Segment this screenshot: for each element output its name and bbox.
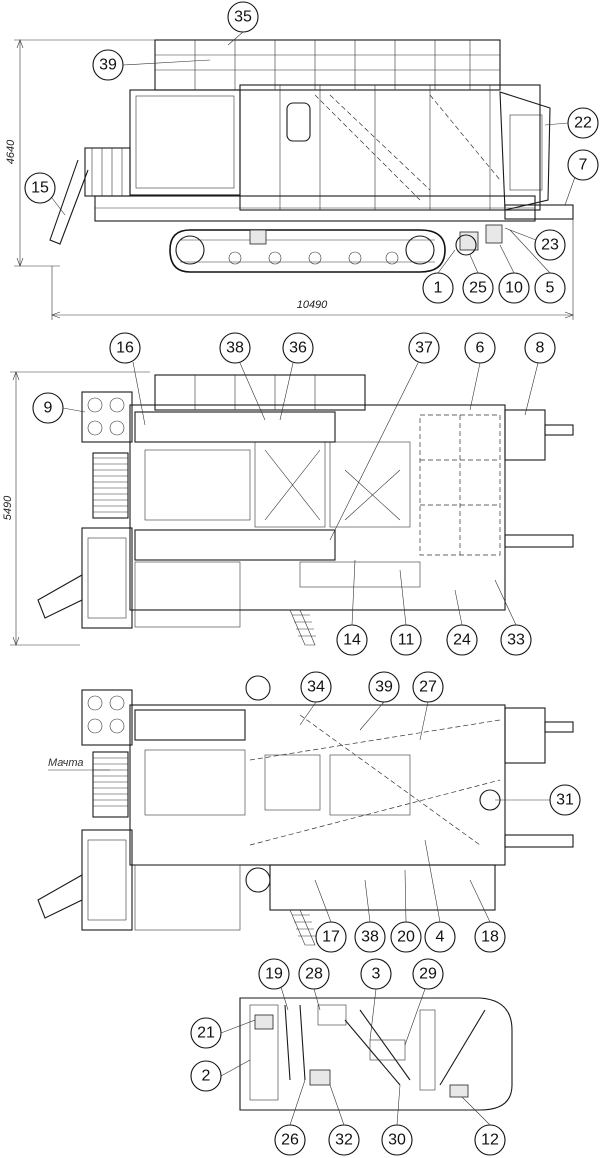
svg-text:36: 36 [289,340,307,357]
svg-text:15: 15 [31,180,49,197]
svg-text:10: 10 [505,280,523,297]
svg-text:8: 8 [536,340,545,357]
callout-16: 16 [109,332,141,364]
callout-33: 33 [500,624,532,656]
svg-text:26: 26 [281,1132,299,1149]
callout-20: 20 [390,921,422,953]
svg-text:39: 39 [375,679,393,696]
callout-35: 35 [227,1,259,33]
callout-14: 14 [336,624,368,656]
callout-29: 29 [412,958,444,990]
callout-39: 39 [92,49,124,81]
callout-18: 18 [474,921,506,953]
svg-text:7: 7 [579,157,588,174]
callout-28: 28 [298,958,330,990]
width-dimension: 5490 [2,495,14,520]
svg-text:9: 9 [44,400,53,417]
svg-text:11: 11 [398,632,415,649]
callout-22: 22 [567,107,599,139]
svg-text:6: 6 [476,340,485,357]
svg-text:22: 22 [574,115,592,132]
leader-lines [51,31,576,1126]
svg-text:30: 30 [388,1132,406,1149]
callout-31: 31 [549,784,581,816]
svg-text:18: 18 [481,929,499,946]
svg-text:39: 39 [99,57,117,74]
callout-11: 11 [390,624,422,656]
callout-39-b: 39 [368,671,400,703]
callout-25: 25 [462,272,494,304]
svg-text:33: 33 [507,632,525,649]
svg-text:38: 38 [226,340,244,357]
svg-text:5: 5 [546,280,555,297]
callout-37: 37 [408,332,440,364]
svg-text:12: 12 [481,1132,499,1149]
svg-text:28: 28 [305,966,323,983]
svg-text:14: 14 [343,632,361,649]
callout-17: 17 [315,921,347,953]
svg-text:37: 37 [415,340,433,357]
svg-text:29: 29 [419,966,437,983]
svg-text:35: 35 [234,9,252,26]
callout-38: 38 [219,332,251,364]
plan-view: 5490 [2,371,574,646]
callout-3: 3 [360,958,392,990]
callout-36: 36 [282,332,314,364]
svg-text:25: 25 [469,280,487,297]
length-dimension: 10490 [297,299,328,311]
callout-2: 2 [190,1060,222,1092]
svg-text:38: 38 [361,929,379,946]
svg-text:4: 4 [436,929,445,946]
callout-32: 32 [328,1124,360,1156]
svg-text:27: 27 [419,679,437,696]
callout-10: 10 [498,272,530,304]
callout-38-b: 38 [354,921,386,953]
callout-24: 24 [446,624,478,656]
svg-text:34: 34 [307,679,325,696]
svg-text:31: 31 [556,792,574,809]
callout-30: 30 [381,1124,413,1156]
svg-text:21: 21 [197,1025,215,1042]
callout-5: 5 [534,272,566,304]
mast-label: Мачта [48,757,84,769]
side-view: 4640 10490 [5,39,574,320]
callout-23: 23 [534,229,566,261]
svg-text:2: 2 [202,1068,211,1085]
svg-text:3: 3 [372,966,381,983]
callout-19: 19 [258,958,290,990]
height-dimension: 4640 [5,139,17,164]
callout-1: 1 [422,272,454,304]
plan-view-equipment: Мачта [37,675,574,946]
callout-27: 27 [412,671,444,703]
svg-text:24: 24 [453,632,471,649]
svg-text:1: 1 [434,280,443,297]
callout-26: 26 [274,1124,306,1156]
svg-text:32: 32 [335,1132,353,1149]
svg-text:17: 17 [322,929,340,946]
svg-text:20: 20 [397,929,415,946]
callout-21: 21 [190,1017,222,1049]
callout-15: 15 [24,172,56,204]
callout-8: 8 [524,332,556,364]
callout-9: 9 [32,392,64,424]
svg-text:23: 23 [541,237,559,254]
callout-4: 4 [424,921,456,953]
callout-34: 34 [300,671,332,703]
svg-text:19: 19 [265,966,283,983]
section-view [239,997,513,1111]
callout-6: 6 [464,332,496,364]
svg-text:16: 16 [116,340,134,357]
callout-12: 12 [474,1124,506,1156]
callout-7: 7 [567,149,599,181]
